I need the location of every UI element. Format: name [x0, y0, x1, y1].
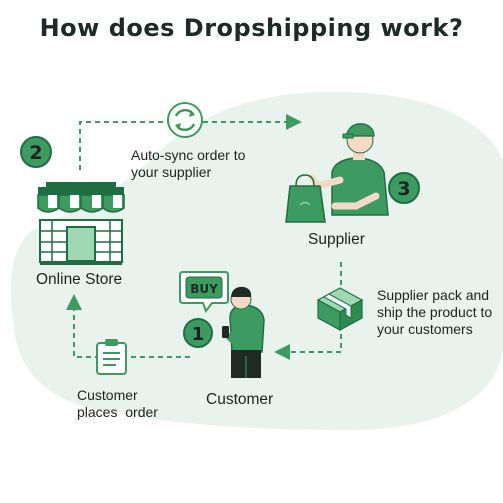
- auto-sync-label: Auto-sync order to your supplier: [131, 147, 245, 181]
- online-store-label: Online Store: [36, 271, 123, 288]
- order-form-icon: [96, 339, 127, 375]
- step-badge-1: 1: [183, 318, 213, 348]
- auto-sync-line-2: your supplier: [131, 164, 212, 180]
- svg-text:2: 2: [29, 142, 42, 164]
- customer-order-line-1: Customer: [77, 387, 138, 403]
- supplier-ship-line-2: ship the product to: [377, 304, 493, 320]
- sync-icon: [167, 102, 203, 138]
- customer-label: Customer: [206, 391, 274, 408]
- svg-text:1: 1: [192, 324, 205, 345]
- connector-customer-to-store: [66, 294, 190, 358]
- connector-store-to-supplier: [79, 114, 302, 170]
- auto-sync-line-1: Auto-sync order to: [131, 147, 246, 163]
- customer-order-label: Customer places order: [77, 387, 158, 421]
- supplier-ship-line-1: Supplier pack and: [377, 287, 490, 303]
- supplier-label: Supplier: [308, 231, 365, 248]
- svg-text:3: 3: [397, 178, 410, 200]
- step-badge-3: 3: [388, 172, 420, 204]
- package-icon: [316, 287, 364, 332]
- step-badge-2: 2: [20, 136, 52, 168]
- buy-sign: BUY: [179, 271, 229, 314]
- customer-order-line-2: places order: [77, 404, 158, 420]
- store-icon: [37, 182, 125, 265]
- supplier-figure: [285, 123, 389, 223]
- supplier-ship-line-3: your customers: [377, 321, 473, 337]
- customer-figure: [222, 286, 265, 378]
- supplier-ship-label: Supplier pack and ship the product to yo…: [377, 287, 492, 338]
- page-title: How does Dropshipping work?: [39, 14, 464, 42]
- svg-text:BUY: BUY: [190, 282, 218, 296]
